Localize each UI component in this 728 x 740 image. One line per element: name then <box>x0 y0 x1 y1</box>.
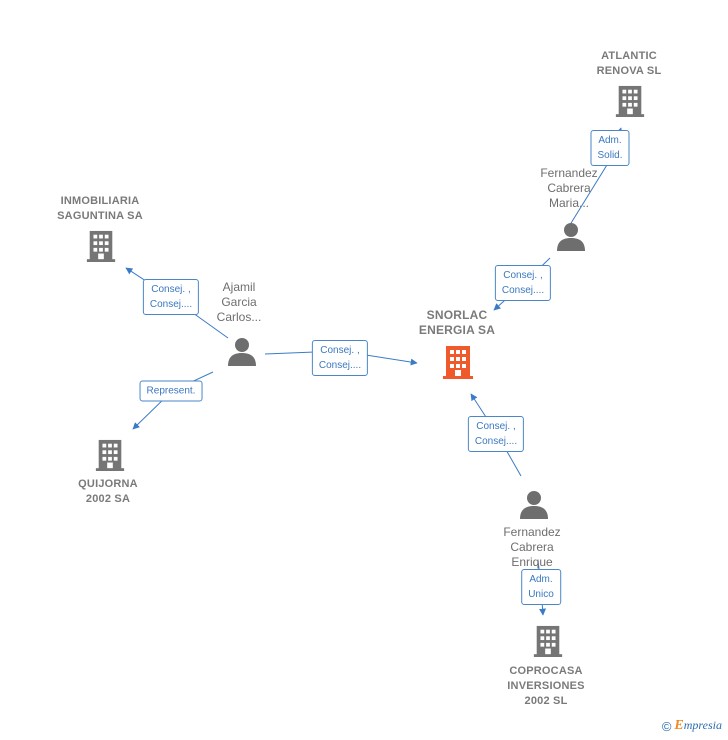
person-icon[interactable] <box>227 336 257 366</box>
person-label-ajamil[interactable]: Ajamil Garcia Carlos... <box>216 280 262 324</box>
company-label-atlantic[interactable]: ATLANTIC RENOVA SL <box>596 50 662 77</box>
building-icon[interactable] <box>85 229 117 263</box>
role-adm-unico[interactable]: Adm. Unico <box>521 569 561 605</box>
brand-rest: mpresia <box>683 718 722 732</box>
company-label-inmobiliaria[interactable]: INMOBILIARIA SAGUNTINA SA <box>57 195 143 222</box>
brand-initial: E <box>674 718 684 733</box>
role-consej-enrique[interactable]: Consej. , Consej.... <box>467 416 525 452</box>
role-adm-solid[interactable]: Adm. Solid. <box>590 130 630 166</box>
person-icon[interactable] <box>519 489 549 519</box>
person-label-fernandez-maria[interactable]: Fernandez Cabrera Maria... <box>540 166 598 210</box>
building-icon[interactable] <box>614 84 646 118</box>
building-icon[interactable] <box>441 344 475 380</box>
copyright-icon: © <box>661 718 672 734</box>
company-label-coprocasa[interactable]: COPROCASA INVERSIONES 2002 SL <box>507 665 585 707</box>
person-icon[interactable] <box>556 221 586 251</box>
role-consej-ajamil-snorlac[interactable]: Consej. , Consej.... <box>311 340 369 376</box>
company-label-quijorna[interactable]: QUIJORNA 2002 SA <box>78 478 138 505</box>
role-consej-inmobiliaria[interactable]: Consej. , Consej.... <box>142 279 200 315</box>
person-label-fernandez-enrique[interactable]: Fernandez Cabrera Enrique <box>503 525 561 569</box>
building-icon[interactable] <box>532 624 564 658</box>
role-represent[interactable]: Represent. <box>139 380 203 402</box>
building-icon[interactable] <box>94 438 126 472</box>
company-label-snorlac[interactable]: SNORLAC ENERGIA SA <box>418 308 496 337</box>
role-consej-maria[interactable]: Consej. , Consej.... <box>494 265 552 301</box>
brand-watermark: © Empresia <box>662 718 722 734</box>
